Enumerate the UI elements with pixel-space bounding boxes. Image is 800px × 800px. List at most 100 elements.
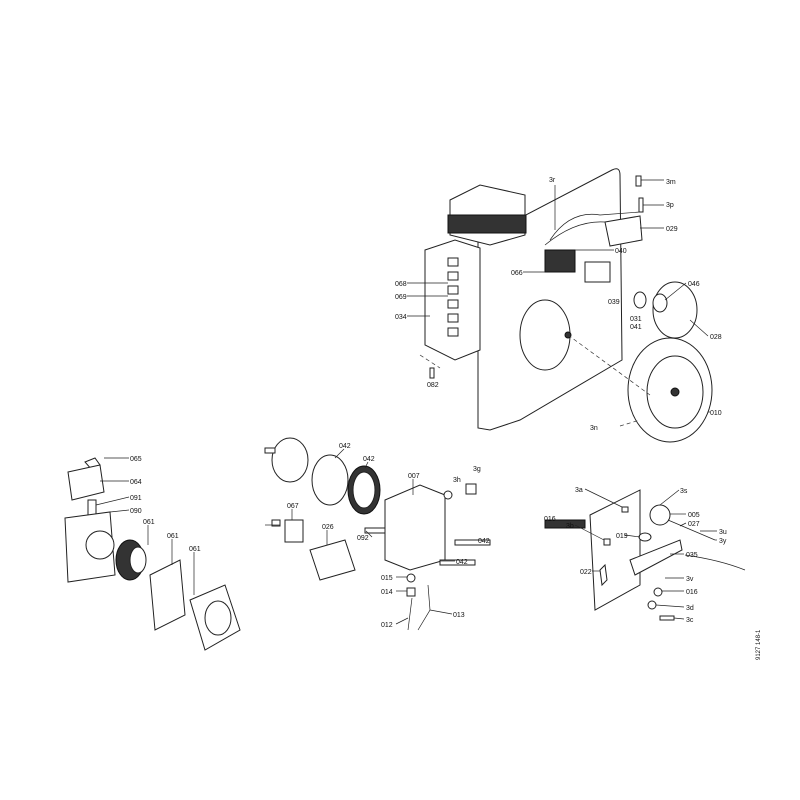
part-label: 028 xyxy=(710,334,722,341)
part-label: 3b xyxy=(566,523,574,530)
part-label: 005 xyxy=(688,512,700,519)
part-label: 082 xyxy=(427,382,439,389)
burner-housing-group xyxy=(419,168,713,443)
part-label: 3v xyxy=(686,576,694,583)
valve-group xyxy=(264,437,491,631)
part-label: 019 xyxy=(616,533,628,540)
coupling xyxy=(633,291,647,309)
plug-067 xyxy=(284,519,304,543)
part-label: 012 xyxy=(381,622,393,629)
washer-3d xyxy=(647,600,657,610)
ignition-transformer-connector xyxy=(544,249,576,273)
nozzle-holder-005 xyxy=(649,504,671,526)
ignition-electrode-group xyxy=(544,489,746,621)
part-label: 3u xyxy=(719,529,727,536)
pump-head xyxy=(271,437,309,483)
nipple-014 xyxy=(406,587,416,597)
part-label: 3y xyxy=(719,538,727,545)
valve-stem-092 xyxy=(364,527,386,534)
part-label: 3d xyxy=(686,605,694,612)
transformer-coil xyxy=(447,214,527,234)
drawing-number: 9127 148-1 xyxy=(756,629,762,660)
screw-3c xyxy=(659,615,675,621)
part-label: 091 xyxy=(130,495,142,502)
part-label: 042 xyxy=(456,559,468,566)
part-label: 046 xyxy=(688,281,700,288)
part-label: 065 xyxy=(130,456,142,463)
electrode-arm xyxy=(629,539,683,576)
part-label: 3c xyxy=(686,617,694,624)
part-label: 3h xyxy=(453,477,461,484)
part-label: 042 xyxy=(339,443,351,450)
part-label: 066 xyxy=(511,270,523,277)
o-ring-042 xyxy=(311,454,349,506)
part-label: 3g xyxy=(473,466,481,473)
part-label: 041 xyxy=(630,324,642,331)
pump-group xyxy=(64,457,241,651)
bushing-016 xyxy=(653,587,663,597)
part-label: 022 xyxy=(580,569,592,576)
part-label: 013 xyxy=(453,612,465,619)
bracket-029 xyxy=(604,215,643,247)
cable-plug-067 xyxy=(271,519,281,527)
part-label: 3n xyxy=(590,425,598,432)
part-label: 014 xyxy=(381,589,393,596)
part-label: 061 xyxy=(189,546,201,553)
part-label: 067 xyxy=(287,503,299,510)
part-label: 026 xyxy=(322,524,334,531)
electrode-plate xyxy=(589,489,641,611)
part-label: 040 xyxy=(615,248,627,255)
screw-3a xyxy=(621,506,629,513)
part-label: 3m xyxy=(666,179,676,186)
part-label: 010 xyxy=(710,410,722,417)
clip-019 xyxy=(638,532,652,542)
part-label: 007 xyxy=(408,473,420,480)
part-label: 027 xyxy=(688,521,700,528)
screw-3b xyxy=(603,538,611,546)
part-label: 061 xyxy=(143,519,155,526)
part-label: 042 xyxy=(363,456,375,463)
washer-015 xyxy=(406,573,416,583)
motor xyxy=(519,299,571,371)
screw-3p xyxy=(638,197,644,213)
ignition-cable-016 xyxy=(544,519,586,529)
part-label: 090 xyxy=(130,508,142,515)
part-label: 031 xyxy=(630,316,642,323)
part-labels: 3r 3m 3p 029 040 066 068 069 046 039 031… xyxy=(130,177,762,660)
screw-3m xyxy=(635,175,642,187)
part-label: 061 xyxy=(167,533,179,540)
hose-013 xyxy=(417,584,431,631)
coil-026 xyxy=(309,539,356,581)
solenoid-coil-064 xyxy=(67,464,105,501)
cable-harness xyxy=(549,211,641,241)
fitting-3g xyxy=(465,483,477,495)
part-label: 069 xyxy=(395,294,407,301)
valve-block-007 xyxy=(384,484,446,571)
part-label: 035 xyxy=(686,552,698,559)
part-label: 3r xyxy=(549,177,556,184)
part-label: 042 xyxy=(478,538,490,545)
terminal-slots xyxy=(447,257,459,337)
gasket-061 xyxy=(149,559,186,631)
bracket-022 xyxy=(599,563,608,587)
part-label: 016 xyxy=(686,589,698,596)
part-label: 3a xyxy=(575,487,583,494)
leader-lines xyxy=(95,179,717,625)
photocell xyxy=(584,261,611,283)
part-label: 3p xyxy=(666,202,674,209)
hose-012 xyxy=(407,597,413,631)
part-label: 016 xyxy=(544,516,556,523)
part-label: 039 xyxy=(608,299,620,306)
part-label: 029 xyxy=(666,226,678,233)
bolt-042b xyxy=(439,559,476,566)
cable-035 xyxy=(684,554,746,571)
part-label: 3s xyxy=(680,488,688,495)
screw-082 xyxy=(429,367,435,379)
part-label: 092 xyxy=(357,535,369,542)
nozzle-tube-027 xyxy=(667,519,716,541)
part-label: 064 xyxy=(130,479,142,486)
seal-3h xyxy=(443,490,453,500)
part-label: 034 xyxy=(395,314,407,321)
